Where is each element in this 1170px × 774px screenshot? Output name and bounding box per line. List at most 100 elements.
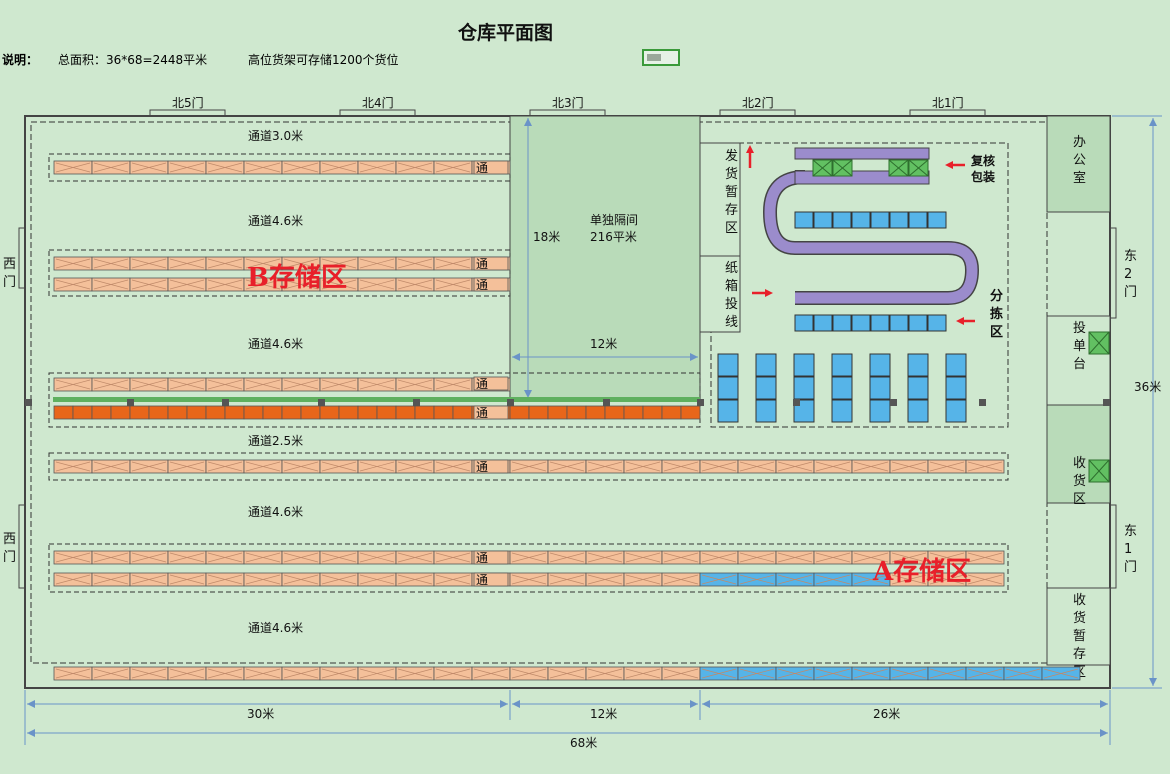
sort-slot (908, 314, 928, 332)
shelf-slot (357, 405, 378, 420)
shelf-slot (53, 405, 74, 420)
sort-slot (851, 314, 871, 332)
pass-label: 通 (476, 460, 488, 474)
sort-slot (851, 211, 871, 229)
dim-30m: 30米 (247, 707, 274, 721)
sort-slot (908, 211, 928, 229)
aisle-label: 通道4.6米 (248, 214, 303, 228)
shelf-slot (376, 405, 397, 420)
sort-slot (889, 314, 909, 332)
pillar (413, 399, 420, 406)
sort-slot (927, 211, 947, 229)
shelf-slot (433, 405, 454, 420)
sort-slot (870, 211, 890, 229)
shelf-slot (91, 405, 112, 420)
aisle-label: 通道3.0米 (248, 129, 303, 143)
column-rack (869, 353, 891, 377)
shelf-slot (110, 405, 131, 420)
pillar (222, 399, 229, 406)
dim-36m: 36米 (1134, 380, 1161, 394)
sort-slot (927, 314, 947, 332)
pillar (318, 399, 325, 406)
pass-label: 通 (476, 257, 488, 271)
receiving-label: 收货区 (1073, 456, 1086, 507)
pillar (979, 399, 986, 406)
column-rack (755, 399, 777, 423)
shelf-slot (319, 405, 340, 420)
order-desk-label: 投单台 (1073, 320, 1086, 372)
column-rack (717, 399, 739, 423)
shelf-slot (224, 405, 245, 420)
pass-label: 通 (476, 278, 488, 292)
dim-26m: 26米 (873, 707, 900, 721)
zone-b-label: B存储区 (247, 262, 347, 293)
sort-slot (870, 314, 890, 332)
pillar (697, 399, 704, 406)
pillar (603, 399, 610, 406)
conveyor (764, 171, 978, 304)
shelf-slot (281, 405, 302, 420)
door-north5: 北5门 (172, 95, 204, 110)
north-doors: 北5门 北4门 北3门 北2门 北1门 (149, 95, 986, 116)
column-rack (793, 376, 815, 400)
sort-slot (813, 314, 833, 332)
pass-label: 通 (476, 551, 488, 565)
separate-room-height: 18米 (533, 230, 560, 244)
pass-label: 通 (476, 161, 488, 175)
column-rack (907, 353, 929, 377)
pillar (793, 399, 800, 406)
note-rack-capacity: 高位货架可存储1200个货位 (248, 53, 399, 67)
dim-12m: 12米 (590, 707, 617, 721)
aisle-label: 通道4.6米 (248, 621, 303, 635)
pillar (25, 399, 32, 406)
shelf-slot (604, 405, 625, 420)
shelf-slot (528, 405, 549, 420)
column-rack (717, 376, 739, 400)
shelf-slot (585, 405, 606, 420)
shelf-slot (243, 405, 264, 420)
pass-label: 通 (476, 573, 488, 587)
sort-slot (794, 211, 814, 229)
shelf-slot (129, 405, 150, 420)
column-rack (945, 376, 967, 400)
conveyor-outline (762, 170, 980, 305)
shelf-slot (395, 405, 416, 420)
toggle-knob (647, 54, 661, 61)
office-label: 办公室 (1073, 135, 1086, 186)
separate-room-width: 12米 (590, 337, 617, 351)
shelf-slot (186, 405, 207, 420)
toggle-switch[interactable] (642, 49, 680, 66)
aisle-label: 通道4.6米 (248, 505, 303, 519)
shelf-slot (623, 405, 644, 420)
pass-label: 通 (476, 406, 488, 420)
column-rack (755, 353, 777, 377)
separate-room-area: 216平米 (590, 230, 637, 244)
packing-area: 发货暂存区 纸箱投线 复核 包装 分拣区 (699, 142, 1009, 428)
column-rack (869, 399, 891, 423)
column-rack (831, 399, 853, 423)
sorting-label: 分拣区 (990, 288, 1003, 340)
pillar (507, 399, 514, 406)
column-rack (793, 353, 815, 377)
shelf-row-outline (48, 249, 511, 297)
door-north2: 北2门 (742, 95, 774, 110)
separate-room: 单独隔间 216平米 18米 12米 (509, 115, 701, 401)
column-rack (869, 376, 891, 400)
carton-line-label: 纸箱投线 (725, 261, 738, 330)
shelf-slot (642, 405, 663, 420)
shelf-slot (148, 405, 169, 420)
shelf-slot (509, 405, 530, 420)
column-rack (945, 353, 967, 377)
door-west-2: 西门 (3, 532, 16, 565)
page-title: 仓库平面图 (458, 22, 554, 44)
shelf-slot (72, 405, 93, 420)
column-rack (907, 376, 929, 400)
column-rack (831, 376, 853, 400)
separate-room-label: 单独隔间 (590, 213, 638, 227)
column-rack (945, 399, 967, 423)
